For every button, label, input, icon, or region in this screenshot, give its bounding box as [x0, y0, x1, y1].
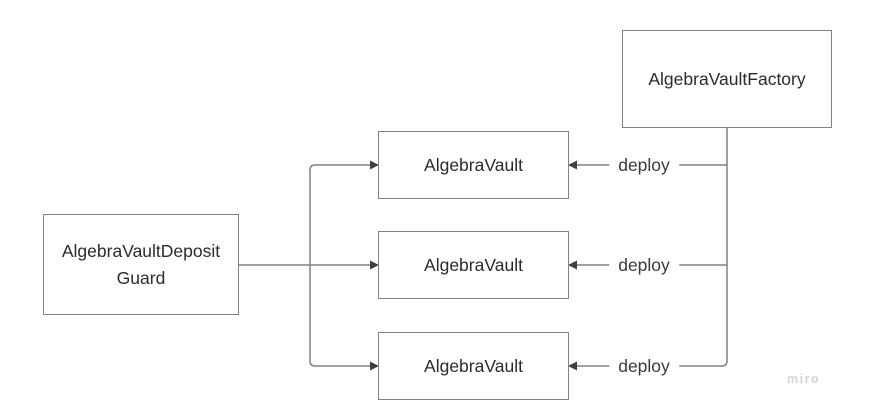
node-label: AlgebraVault	[424, 355, 523, 376]
arrowhead-into-vault2-right	[568, 260, 577, 270]
node-algebra-vault-1[interactable]: AlgebraVault	[378, 131, 569, 199]
node-algebra-vault-3[interactable]: AlgebraVault	[378, 332, 569, 400]
node-label: AlgebraVault	[424, 254, 523, 275]
edge-label-deploy-3: deploy	[609, 354, 679, 378]
node-algebra-vault-deposit-guard[interactable]: AlgebraVaultDeposit Guard	[43, 214, 239, 315]
node-label: AlgebraVaultFactory	[648, 68, 806, 89]
node-label-line-1: AlgebraVaultDeposit	[61, 240, 221, 261]
node-label: AlgebraVault	[424, 154, 523, 175]
edge-label-deploy-1: deploy	[609, 153, 679, 177]
node-algebra-vault-factory[interactable]: AlgebraVaultFactory	[622, 30, 832, 128]
edge-label-deploy-2: deploy	[609, 253, 679, 277]
guard-branch-up-line	[309, 164, 371, 265]
guard-branch-down-line	[309, 265, 371, 367]
miro-watermark: miro	[787, 372, 821, 386]
node-label-line-2: Guard	[116, 267, 166, 288]
arrowhead-into-vault1-right	[568, 160, 577, 170]
node-algebra-vault-2[interactable]: AlgebraVault	[378, 231, 569, 299]
arrowhead-into-vault3-right	[568, 361, 577, 371]
